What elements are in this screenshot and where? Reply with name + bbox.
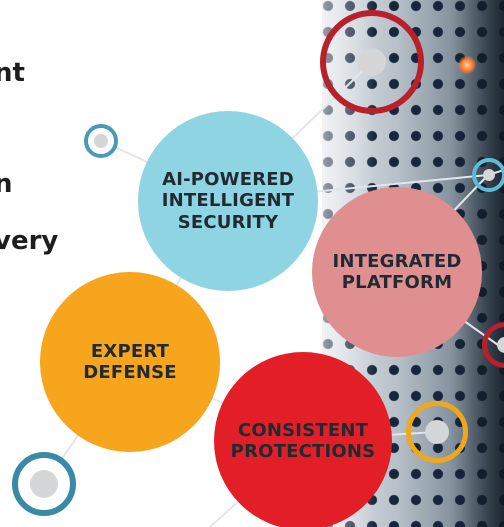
ring-node-center	[358, 48, 386, 76]
side-text-line-3: very	[0, 226, 59, 256]
ring-node-small-left	[84, 124, 118, 158]
side-text-line-1: nt	[0, 58, 25, 88]
bubble-ai-powered-intelligent-security: AI-POWERED INTELLIGENT SECURITY	[138, 111, 318, 291]
ring-node-bottom-right	[406, 401, 468, 463]
bubble-label: EXPERT DEFENSE	[83, 340, 177, 383]
ring-node-right-edge-cyan	[472, 158, 504, 192]
ring-node-center	[30, 470, 58, 498]
bubble-expert-defense: EXPERT DEFENSE	[40, 272, 220, 452]
ring-node-center	[497, 337, 504, 353]
ring-node-center	[483, 169, 495, 181]
bubble-label: AI-POWERED INTELLIGENT SECURITY	[161, 169, 295, 233]
side-text-line-2: n	[0, 169, 13, 199]
bubble-label: CONSISTENT PROTECTIONS	[230, 419, 376, 462]
bubble-consistent-protections: CONSISTENT PROTECTIONS	[214, 352, 392, 527]
bubble-integrated-platform: INTEGRATED PLATFORM	[312, 187, 482, 357]
ring-node-bottom-left	[12, 452, 76, 516]
rack-light	[458, 56, 476, 74]
ring-node-center	[425, 420, 449, 444]
bubble-label: INTEGRATED PLATFORM	[332, 250, 462, 293]
ring-node-top-right	[320, 10, 424, 114]
ring-node-center	[94, 134, 108, 148]
